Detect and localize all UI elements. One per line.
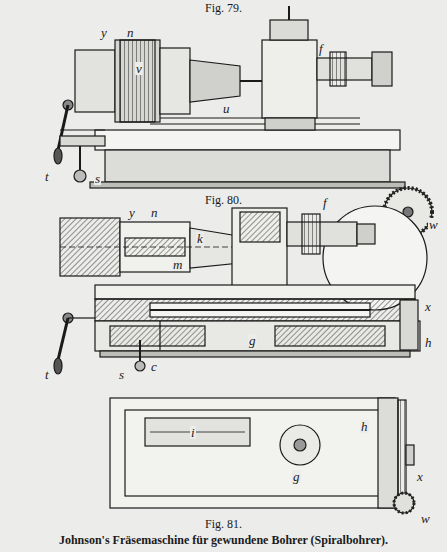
part-letter: g — [248, 334, 257, 347]
part-letter: t — [44, 368, 50, 381]
part-letter: c — [150, 360, 158, 373]
part-letter: m — [172, 258, 183, 271]
part-letter: w — [420, 512, 431, 525]
part-letter: t — [44, 170, 50, 183]
part-letter: i — [190, 426, 196, 439]
part-letter: h — [424, 336, 433, 349]
part-letter: s — [118, 368, 125, 381]
part-letter: f — [322, 196, 328, 209]
part-letter: n — [150, 206, 159, 219]
part-letter: k — [196, 232, 204, 245]
part-letter: g — [292, 470, 301, 483]
part-letter: y — [100, 26, 108, 39]
figure-number: Fig. 80. — [204, 194, 243, 206]
part-letter: n — [126, 26, 135, 39]
figure-number: Fig. 81. — [204, 518, 243, 530]
part-letter: v — [135, 62, 143, 75]
figure-number: Fig. 79. — [204, 2, 243, 14]
part-letter: w — [428, 218, 439, 231]
part-letter: f — [318, 42, 324, 55]
part-letter: u — [222, 102, 231, 115]
part-letter: x — [424, 300, 432, 313]
part-letter: h — [360, 420, 369, 433]
part-letter: s — [94, 172, 101, 185]
part-letter: x — [416, 470, 424, 483]
figure-caption: Johnson's Fräsemaschine für gewundene Bo… — [58, 534, 389, 546]
part-letter: y — [128, 206, 136, 219]
